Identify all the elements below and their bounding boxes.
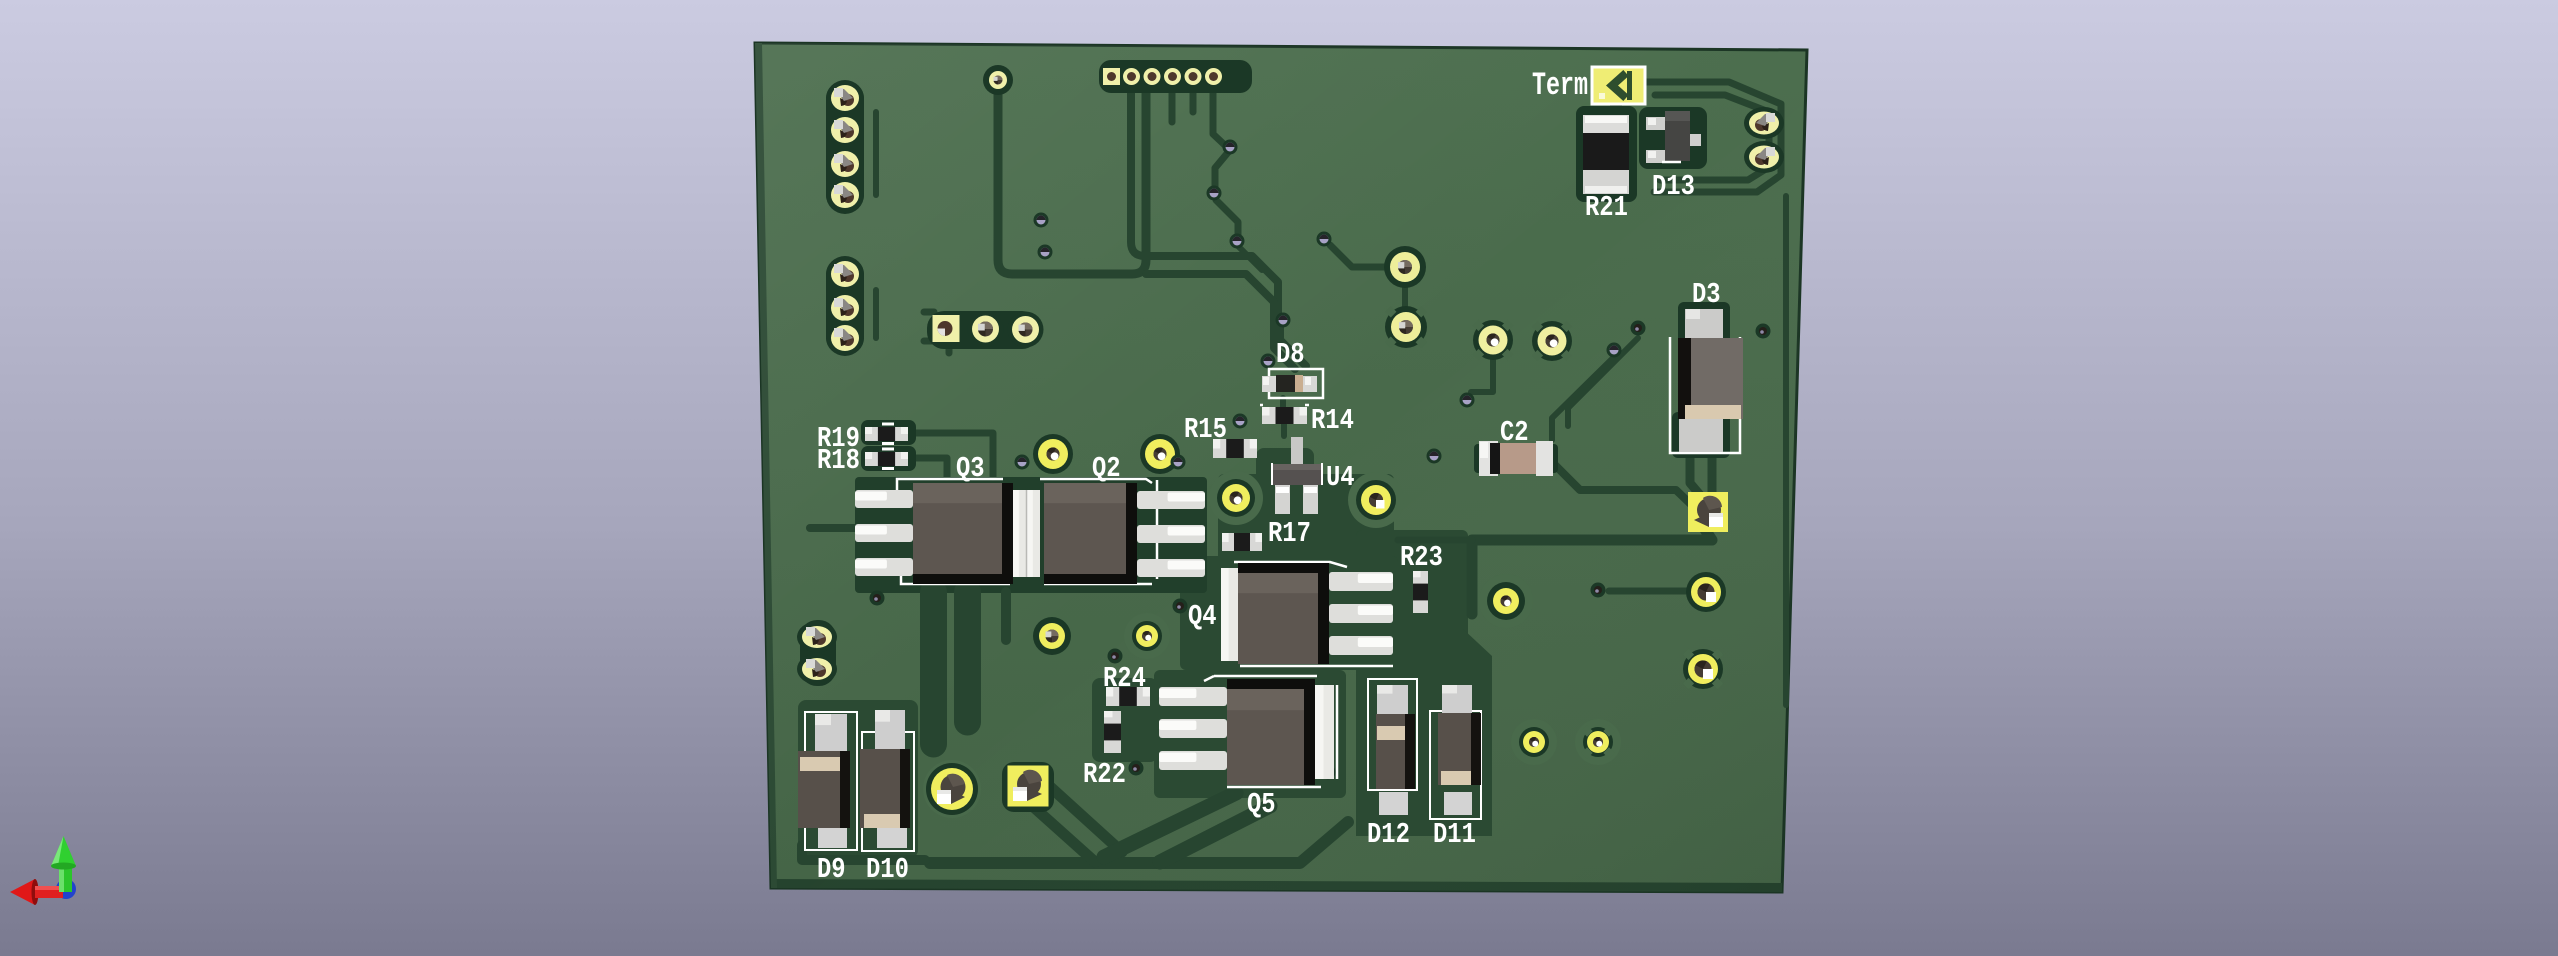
svg-text:U4: U4 [1326, 461, 1355, 494]
svg-text:R24: R24 [1103, 662, 1146, 695]
svg-text:D9: D9 [817, 853, 846, 886]
svg-text:Q5: Q5 [1247, 788, 1276, 821]
svg-text:D13: D13 [1652, 170, 1695, 203]
svg-text:C2: C2 [1500, 416, 1529, 449]
svg-text:Q4: Q4 [1188, 600, 1217, 633]
svg-text:D10: D10 [866, 853, 909, 886]
svg-text:Q3: Q3 [956, 452, 985, 485]
svg-text:R18: R18 [817, 444, 860, 477]
svg-text:D3: D3 [1692, 278, 1721, 311]
svg-text:R14: R14 [1311, 404, 1354, 437]
svg-text:Term: Term [1532, 67, 1588, 104]
svg-text:R23: R23 [1400, 541, 1443, 574]
svg-text:R22: R22 [1083, 758, 1126, 791]
svg-text:D8: D8 [1276, 338, 1305, 371]
svg-text:R15: R15 [1184, 413, 1227, 446]
svg-text:Q2: Q2 [1092, 452, 1121, 485]
svg-text:D12: D12 [1367, 818, 1410, 851]
svg-text:R17: R17 [1268, 517, 1311, 550]
svg-text:D11: D11 [1433, 818, 1476, 851]
svg-text:R19: R19 [817, 422, 860, 455]
svg-text:R21: R21 [1585, 191, 1628, 224]
